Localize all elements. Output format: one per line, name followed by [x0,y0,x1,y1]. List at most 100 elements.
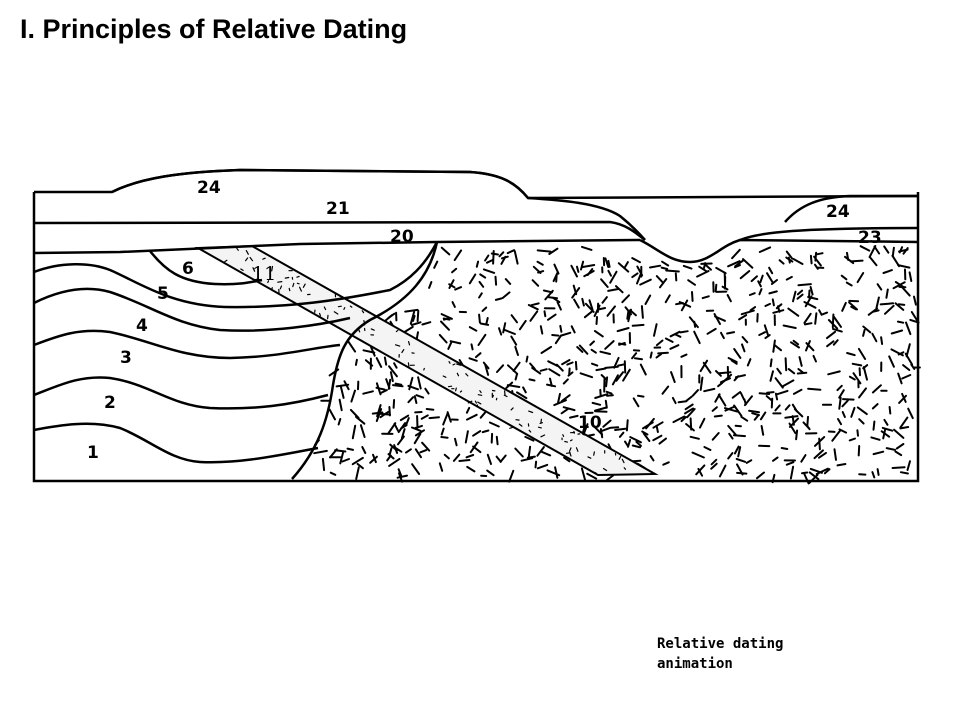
intrusion-crystal-mark [758,246,772,253]
intrusion-crystal-mark [618,342,627,346]
intrusion-crystal-mark [872,420,876,431]
intrusion-crystal-mark [544,289,554,301]
intrusion-crystal-mark [481,429,490,434]
intrusion-crystal-mark [583,310,593,319]
intrusion-crystal-mark [892,281,906,290]
intrusion-crystal-mark [413,395,418,404]
intrusion-crystal-mark [477,333,487,346]
layer-24-right [784,194,918,223]
intrusion-crystal-mark [649,455,655,462]
intrusion-crystal-mark [393,446,403,453]
dike-speckle-mark [587,456,592,459]
intrusion-crystal-mark [539,325,544,335]
intrusion-crystal-mark [726,294,732,303]
intrusion-crystal-mark [741,343,746,353]
intrusion-crystal-mark [613,356,620,369]
intrusion-crystal-mark [759,274,764,284]
intrusion-crystal-mark [782,379,795,388]
intrusion-crystal-mark [642,432,651,442]
dike-speckle-mark [337,305,342,308]
intrusion-crystal-mark [837,418,843,426]
intrusion-crystal-mark [428,416,440,420]
intrusion-crystal-mark [757,280,762,288]
dike-speckle-mark [540,418,543,424]
intrusion-crystal-mark [385,378,391,390]
intrusion-crystal-mark [552,296,561,304]
intrusion-crystal-mark [604,399,608,409]
intrusion-crystal-mark [599,350,611,355]
intrusion-crystal-mark [856,272,865,284]
intrusion-crystal-mark [442,412,449,426]
intrusion-crystal-mark [838,389,845,399]
intrusion-crystal-mark [389,443,398,452]
intrusion-crystal-mark [392,384,404,388]
unit-label-21: 21 [326,199,350,219]
intrusion-crystal-mark [748,409,760,414]
intrusion-crystal-mark [482,361,490,370]
intrusion-crystal-mark [540,450,552,457]
intrusion-crystal-mark [313,449,328,455]
intrusion-crystal-mark [858,418,865,425]
intrusion-crystal-mark [856,406,868,416]
dike-speckle-mark [370,328,375,331]
dike-speckle-mark [452,363,456,366]
dike-speckle-mark [564,440,569,443]
dike-speckle-mark [361,310,365,314]
intrusion-crystal-mark [507,364,519,375]
intrusion-crystal-mark [627,308,632,323]
intrusion-crystal-mark [879,302,895,306]
intrusion-crystal-mark [765,395,773,402]
intrusion-crystal-mark [555,273,558,283]
intrusion-crystal-mark [485,317,489,326]
intrusion-crystal-mark [588,299,594,311]
intrusion-crystal-mark [833,448,837,461]
intrusion-crystal-mark [397,435,405,446]
intrusion-crystal-mark [400,428,406,440]
dike-speckle-mark [299,286,302,292]
intrusion-crystal-mark [438,333,448,344]
dike-speckle-mark [562,434,565,437]
animation-caption[interactable]: Relative dating animation [657,634,837,674]
intrusion-crystal-mark [809,467,823,474]
intrusion-crystal-mark [738,314,748,321]
intrusion-10-texture [313,245,921,485]
intrusion-crystal-mark [551,334,560,337]
intrusion-crystal-mark [557,392,561,404]
intrusion-crystal-mark [604,257,610,268]
intrusion-crystal-mark [815,467,829,475]
intrusion-crystal-mark [560,407,570,415]
layer-20-base [33,238,641,255]
intrusion-crystal-mark [534,460,538,469]
intrusion-crystal-mark [516,391,528,400]
intrusion-crystal-mark [370,346,376,357]
dike-speckle-mark [509,426,515,429]
intrusion-crystal-mark [513,250,519,265]
intrusion-crystal-mark [862,366,868,381]
intrusion-crystal-mark [671,396,677,405]
intrusion-crystal-mark [872,450,885,456]
intrusion-crystal-mark [795,429,799,441]
intrusion-crystal-mark [528,378,536,382]
intrusion-crystal-mark [417,376,422,390]
intrusion-crystal-mark [669,330,681,338]
intrusion-crystal-mark [581,297,585,307]
fold-boundary-1-2 [33,422,319,464]
intrusion-crystal-mark [560,394,571,402]
fold-boundary-3-4 [33,329,341,360]
intrusion-crystal-mark [769,370,774,382]
intrusion-crystal-mark [664,294,671,304]
intrusion-crystal-mark [814,263,819,270]
intrusion-crystal-mark [699,417,706,429]
intrusion-crystal-mark [479,273,487,279]
intrusion-crystal-mark [859,245,871,252]
intrusion-crystal-mark [334,449,347,453]
intrusion-crystal-mark [792,290,797,303]
intrusion-crystal-mark [737,446,742,458]
intrusion-crystal-mark [880,336,884,345]
intrusion-crystal-mark [848,301,858,311]
dike-speckle-mark [465,373,469,377]
intrusion-crystal-mark [502,322,507,334]
intrusion-crystal-mark [685,395,693,402]
intrusion-crystal-mark [629,436,642,444]
intrusion-crystal-mark [801,471,809,475]
